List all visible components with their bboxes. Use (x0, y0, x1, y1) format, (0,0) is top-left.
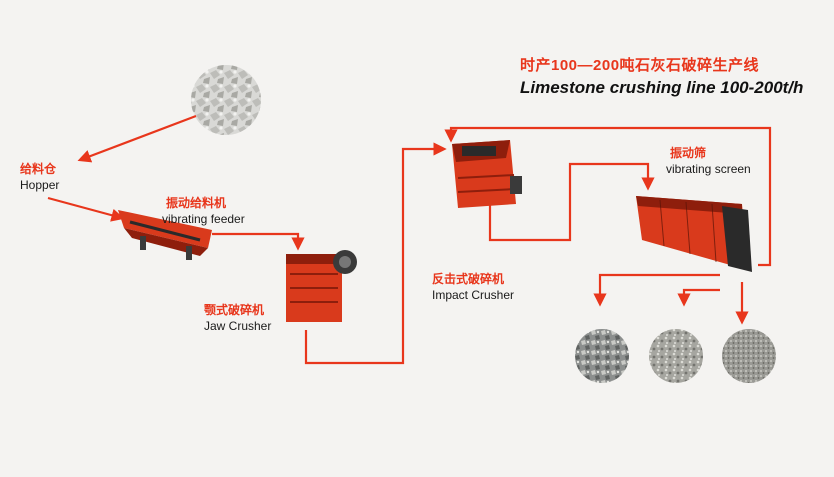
label-jaw-crusher: 颚式破碎机 Jaw Crusher (204, 302, 271, 334)
label-feeder: 振动给料机 vibrating feeder (162, 195, 245, 227)
label-impact-cn: 反击式破碎机 (432, 272, 505, 286)
vibrating-screen-machine (636, 196, 752, 272)
flow-arrows (47, 114, 772, 365)
label-feeder-en: vibrating feeder (162, 212, 245, 226)
label-vibrating-screen: 振动筛 vibrating screen (666, 145, 751, 177)
label-hopper-en: Hopper (20, 178, 60, 192)
label-hopper-cn: 给料仓 (20, 162, 57, 176)
arrow-hopper-to-feeder (47, 196, 125, 222)
product-medium-aggregate (649, 329, 703, 383)
label-screen-en: vibrating screen (666, 162, 751, 176)
label-feeder-cn: 振动给料机 (166, 196, 227, 210)
arrow-feeder-to-jaw (212, 232, 305, 251)
arrow-screen-return (444, 126, 772, 267)
arrow-jaw-to-impact (304, 142, 447, 365)
impact-crusher-machine (452, 140, 522, 208)
product-fine-aggregate (722, 329, 776, 383)
label-impact-crusher: 反击式破碎机 Impact Crusher (432, 271, 514, 303)
vibrating-feeder-machine (118, 210, 212, 260)
product-coarse-aggregate (575, 329, 629, 383)
label-jaw-cn: 颚式破碎机 (204, 303, 265, 317)
arrow-screen-to-coarse (593, 273, 720, 307)
title-chinese: 时产100—200吨石灰石破碎生产线 (520, 57, 760, 74)
raw-limestone-image (191, 65, 261, 135)
arrow-impact-to-screen (488, 162, 655, 242)
label-jaw-en: Jaw Crusher (204, 319, 272, 333)
label-hopper: 给料仓 Hopper (20, 161, 59, 193)
arrow-stone-to-hopper (77, 114, 197, 163)
title-english: Limestone crushing line 100-200t/h (520, 78, 804, 97)
jaw-crusher-machine (286, 250, 357, 322)
arrow-screen-to-medium (677, 288, 720, 307)
label-screen-cn: 振动筛 (670, 146, 707, 160)
label-impact-en: Impact Crusher (432, 288, 515, 302)
